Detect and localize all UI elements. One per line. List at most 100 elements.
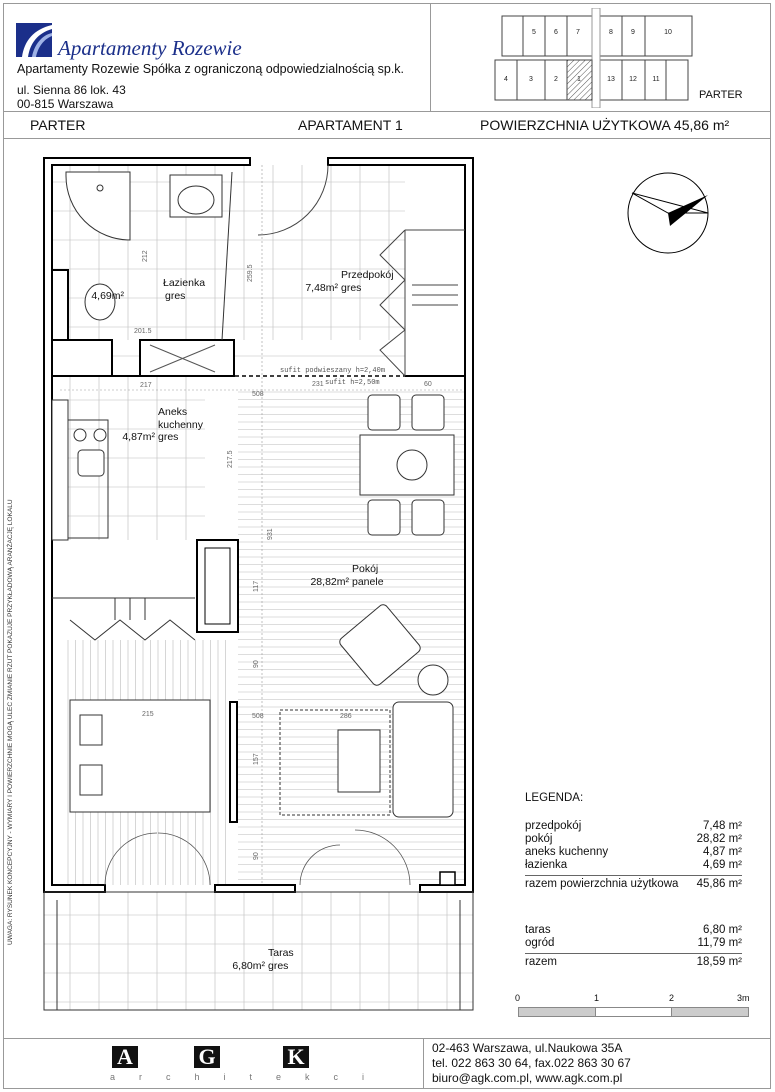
scale-tick: 0 xyxy=(515,993,521,1003)
keyplan-unit: 13 xyxy=(607,76,615,83)
keyplan-unit: 5 xyxy=(532,29,536,36)
dimension-label: 212 xyxy=(142,250,149,262)
scale-labels: 0 1 2 3m xyxy=(515,993,755,1005)
footer-address: 02-463 Warszawa, ul.Naukowa 35A xyxy=(432,1041,623,1055)
kitchen-fixtures xyxy=(51,399,109,541)
room-area-kitchen: 4,87m² xyxy=(122,431,155,443)
keyplan-unit: 7 xyxy=(576,29,580,36)
room-finish-kitchen: gres xyxy=(158,431,178,443)
dimension-label: 508 xyxy=(252,713,264,720)
legend-value: 11,79 m² xyxy=(697,937,742,949)
floor-title: PARTER xyxy=(30,117,86,133)
logo-text: Apartamenty Rozewie xyxy=(58,36,242,60)
keyplan-label: PARTER xyxy=(699,89,743,101)
room-area-terrace: 6,80m² xyxy=(232,960,265,972)
dimension-label: 215 xyxy=(142,711,154,718)
dimension-label: 157 xyxy=(253,753,260,765)
footer-logo-letter: K xyxy=(283,1046,309,1068)
keyplan-unit: 8 xyxy=(609,29,613,36)
page-frame xyxy=(3,3,771,1089)
room-finish-terrace: gres xyxy=(268,960,288,972)
legend-label: łazienka xyxy=(525,859,568,871)
dimension-label: 931 xyxy=(267,528,274,540)
legend-row: łazienka 4,69 m² xyxy=(525,859,742,872)
room-area-hall: 7,48m² xyxy=(305,282,338,294)
usable-area-title: POWIERZCHNIA UŻYTKOWA 45,86 m² xyxy=(480,117,730,133)
room-name-kitchen-line1: Aneks xyxy=(158,406,187,418)
room-name-bathroom: Łazienka xyxy=(163,277,205,289)
compass-icon xyxy=(627,172,709,254)
legend-value: 28,82 m² xyxy=(696,833,742,845)
dimension-label: 286 xyxy=(340,713,352,720)
ceiling-note-suspended: sufit podwieszany h=2,40m xyxy=(280,367,385,375)
legend-label: taras xyxy=(525,924,551,936)
legend-value: 45,86 m² xyxy=(696,878,742,890)
footer-web: biuro@agk.com.pl, www.agk.com.pl xyxy=(432,1071,623,1085)
room-name-terrace: Taras xyxy=(268,947,294,959)
bathroom-fixtures xyxy=(65,171,233,373)
dimension-label: 231 xyxy=(312,381,324,388)
apartment-title: APARTAMENT 1 xyxy=(298,117,403,133)
logo-mark-icon xyxy=(16,23,52,57)
legend-divider xyxy=(525,953,742,954)
living-furniture xyxy=(52,394,455,818)
dimension-label: 117 xyxy=(253,581,260,592)
keyplan-unit: 2 xyxy=(554,76,558,83)
divider xyxy=(3,1038,771,1039)
dimension-label: 217 xyxy=(140,382,152,389)
divider xyxy=(430,3,431,111)
dimension-label: 201.5 xyxy=(134,328,152,335)
dimension-label: 90 xyxy=(253,852,260,860)
company-address-street: ul. Sienna 86 lok. 43 xyxy=(17,83,126,97)
keyplan-unit: 11 xyxy=(652,76,659,83)
scale-tick: 3m xyxy=(737,993,750,1003)
scale-tick: 1 xyxy=(594,993,600,1003)
dimension-label: 508 xyxy=(252,391,264,398)
keyplan-unit: 10 xyxy=(664,29,672,36)
legend-row: taras 6,80 m² xyxy=(525,924,742,937)
company-address-city: 00-815 Warszawa xyxy=(17,97,114,111)
legend-label: razem powierzchnia użytkowa xyxy=(525,878,679,890)
terrace xyxy=(43,891,474,1011)
room-name-living: Pokój xyxy=(352,563,378,575)
divider xyxy=(3,111,771,112)
legend-value: 4,69 m² xyxy=(703,859,742,871)
hall-fixtures xyxy=(257,164,465,377)
footer-phone: tel. 022 863 30 64, fax.022 863 30 67 xyxy=(432,1056,631,1070)
keyplan-unit: 12 xyxy=(629,76,637,83)
keyplan-unit-highlighted: 1 xyxy=(577,76,581,83)
room-area-living: 28,82m² xyxy=(310,576,349,588)
legend-value: 6,80 m² xyxy=(703,924,742,936)
key-plan: 5 6 7 8 9 10 4 3 2 1 13 12 11 xyxy=(494,8,693,108)
room-finish-bathroom: gres xyxy=(165,290,185,302)
room-area-bathroom: 4,69m² xyxy=(91,290,124,302)
room-finish-hall: gres xyxy=(341,282,361,294)
divider xyxy=(3,138,771,139)
legend-value: 18,59 m² xyxy=(696,956,742,968)
divider xyxy=(423,1038,424,1088)
dimension-label: 90 xyxy=(253,660,260,668)
footer-logo-letter: A xyxy=(112,1046,138,1068)
keyplan-unit: 6 xyxy=(554,29,558,36)
dimensions: 212 259.5 201.5 217 508 231 60 217.5 931… xyxy=(134,250,432,860)
footer-contact: 02-463 Warszawa, ul.Naukowa 35A tel. 022… xyxy=(432,1041,631,1086)
legend-label: aneks kuchenny xyxy=(525,846,609,858)
terrace-doors xyxy=(104,829,411,886)
dimension-label: 60 xyxy=(424,381,432,388)
legend-value: 7,48 m² xyxy=(703,820,742,832)
disclaimer-note: UWAGA: RYSUNEK KONCEPCYJNY - WYMIARY I P… xyxy=(7,499,14,945)
keyplan-unit: 9 xyxy=(631,29,635,36)
ceiling-note-standard: sufit h=2,50m xyxy=(325,379,380,387)
dimension-lines xyxy=(60,165,462,885)
legend-total-row: razem powierzchnia użytkowa 45,86 m² xyxy=(525,878,742,891)
room-finish-living: panele xyxy=(352,576,384,588)
dimension-label: 217.5 xyxy=(227,450,234,468)
scale-tick: 2 xyxy=(669,993,675,1003)
company-name: Apartamenty Rozewie Spółka z ograniczoną… xyxy=(17,62,405,76)
dimension-label: 259.5 xyxy=(247,264,254,282)
room-name-hall: Przedpokój xyxy=(341,269,394,281)
